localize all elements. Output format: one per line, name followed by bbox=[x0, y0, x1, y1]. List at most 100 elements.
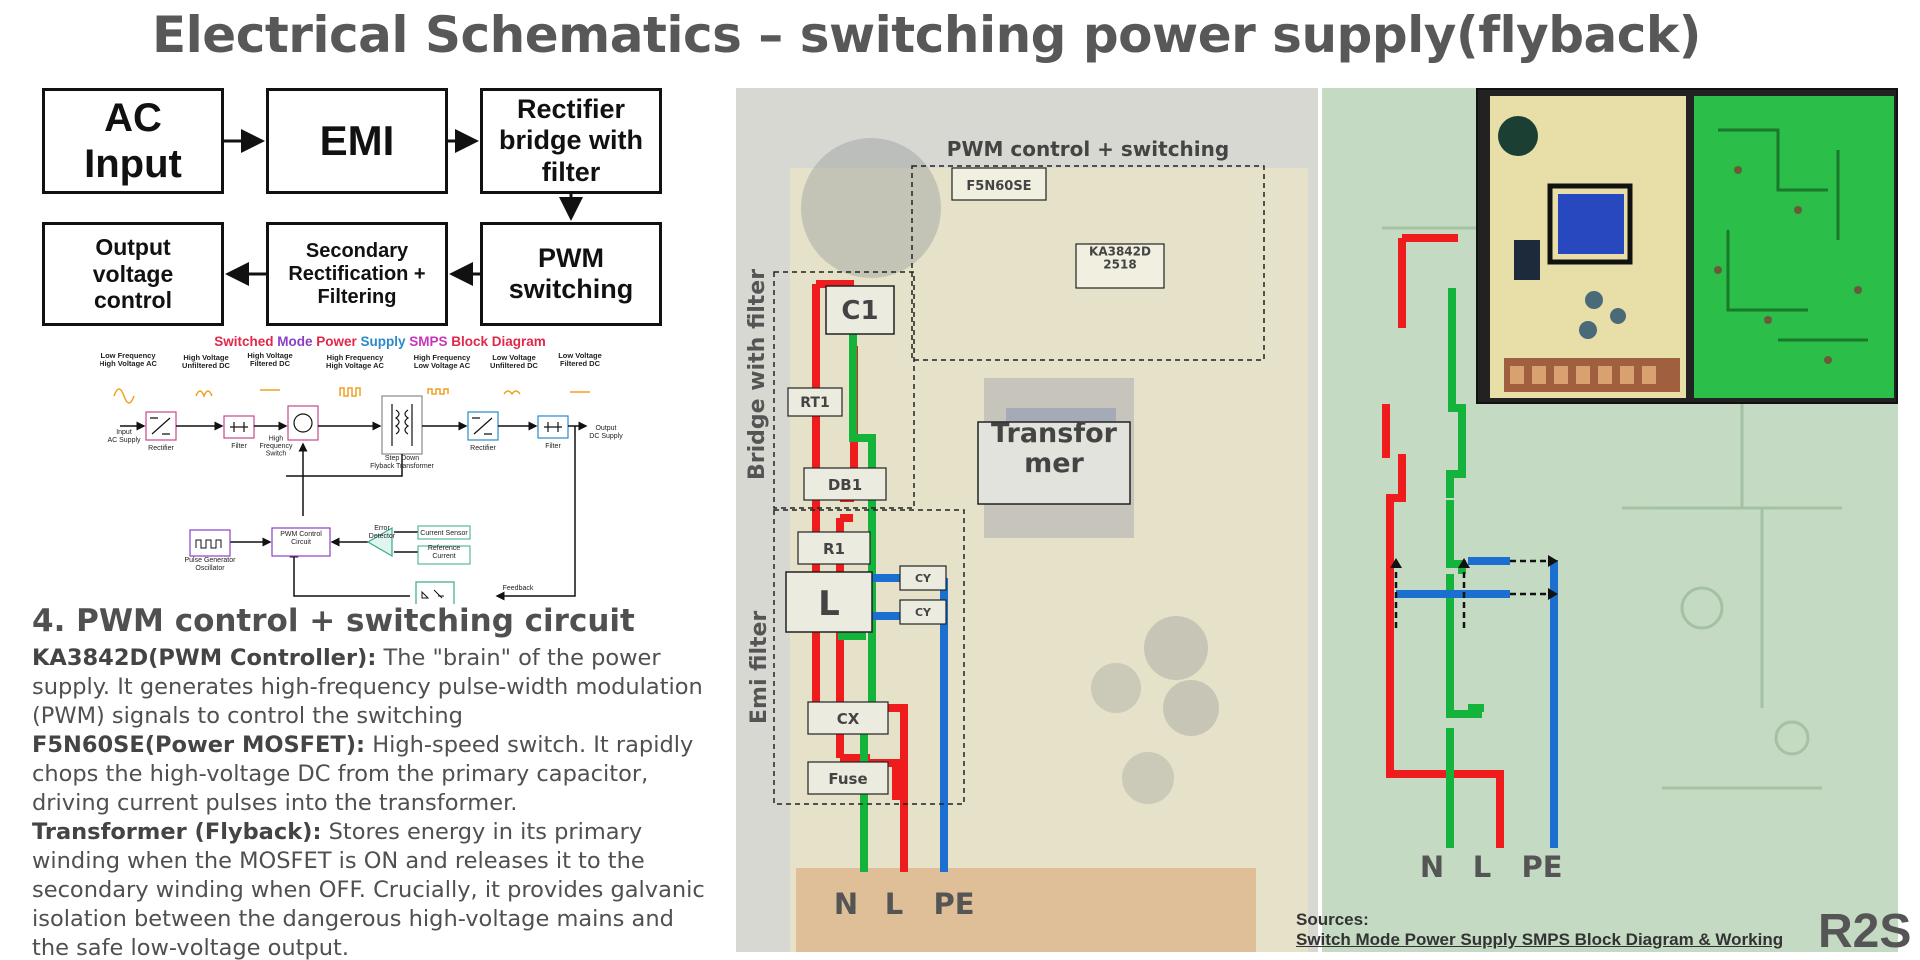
block-output-label: Output voltage control bbox=[92, 234, 174, 314]
smps-pulse-box bbox=[189, 529, 231, 557]
label-pwm-group: PWM control + switching bbox=[947, 137, 1229, 161]
label-rt1: RT1 bbox=[800, 395, 829, 411]
block-ac-input: AC Input bbox=[42, 88, 224, 194]
label-emi-group: Emi filter bbox=[747, 611, 772, 724]
group-emi-box bbox=[773, 509, 965, 805]
smps-block-diagram: Switched Mode Power Supply SMPS Block Di… bbox=[100, 334, 660, 604]
terminal-block bbox=[796, 868, 1256, 952]
smps-heading-part: Block Diagram bbox=[451, 334, 546, 349]
block-secondary-label: Secondary Rectification + Filtering bbox=[288, 239, 426, 308]
smps-reference-box bbox=[417, 545, 471, 565]
smps-heading: Switched Mode Power Supply SMPS Block Di… bbox=[200, 334, 560, 349]
right-terminal-l: L bbox=[1473, 850, 1491, 884]
wave-lv-unfilt bbox=[503, 390, 521, 396]
sources: Sources: Switch Mode Power Supply SMPS B… bbox=[1296, 910, 1783, 950]
desc-transformer: Stores energy in its primary winding whe… bbox=[32, 819, 705, 960]
label-c1: C1 bbox=[841, 296, 878, 326]
wave-unfilt bbox=[195, 390, 213, 399]
block-rectifier-label: Rectifier bridge with filter bbox=[499, 94, 643, 187]
inset-photo bbox=[1476, 88, 1898, 404]
smps-heading-part: Supply bbox=[360, 334, 410, 349]
label-r1: R1 bbox=[823, 540, 845, 558]
smps-sensor-box bbox=[417, 525, 471, 540]
smps-heading-part: Power bbox=[316, 334, 361, 349]
wave-hf bbox=[339, 387, 361, 397]
block-rectifier: Rectifier bridge with filter bbox=[480, 88, 662, 194]
block-pwm-label: PWM switching bbox=[508, 242, 634, 304]
smps-heading-part: SMPS bbox=[409, 334, 452, 349]
group-pwm-box bbox=[911, 165, 1265, 361]
smps-transformer-box bbox=[381, 395, 423, 455]
terminal-pe: PE bbox=[933, 887, 974, 921]
block-pwm: PWM switching bbox=[480, 222, 662, 326]
smps-pwm-box bbox=[271, 527, 331, 557]
desc-ka3842d: The "brain" of the power supply. It gene… bbox=[32, 645, 703, 729]
label-db1: DB1 bbox=[828, 476, 862, 494]
smps-label-sensor: Current Sensor bbox=[420, 530, 468, 537]
block-emi-label: EMI bbox=[319, 116, 395, 164]
capacitor-shape bbox=[801, 138, 941, 278]
terminal-n: N bbox=[834, 887, 858, 921]
block-secondary: Secondary Rectification + Filtering bbox=[266, 222, 448, 326]
label-f5n60se: F5N60SE bbox=[966, 179, 1031, 194]
label-l: L bbox=[818, 584, 840, 624]
smps-rectifier1-box bbox=[145, 411, 177, 441]
right-wire-neutral bbox=[1446, 288, 1466, 498]
label-cx: CX bbox=[837, 710, 860, 728]
smps-heading-part: Mode bbox=[277, 334, 317, 349]
right-terminal-pe: PE bbox=[1521, 850, 1562, 884]
board-photo-secondary: N L PE bbox=[1322, 88, 1898, 952]
block-emi: EMI bbox=[266, 88, 448, 194]
group-bridge-box bbox=[773, 271, 915, 509]
wave-hf-lv bbox=[427, 388, 449, 395]
wave-ac bbox=[113, 388, 135, 404]
smps-error-detector bbox=[366, 526, 393, 558]
term-transformer: Transformer (Flyback): bbox=[32, 819, 322, 845]
label-cy1: CY bbox=[915, 572, 932, 585]
smps-label-feedback: Feedback bbox=[503, 585, 534, 592]
label-cy2: CY bbox=[915, 606, 932, 619]
desc-f5n60se: High-speed switch. It rapidly chops the … bbox=[32, 732, 694, 816]
block-output: Output voltage control bbox=[42, 222, 224, 326]
smps-label-filter2: Filter bbox=[545, 443, 561, 450]
smps-heading-part: Switched bbox=[214, 334, 278, 349]
logo: R2S bbox=[1818, 905, 1912, 958]
page-title: Electrical Schematics – switching power … bbox=[152, 6, 1701, 64]
block-ac-input-label: AC Input bbox=[84, 96, 182, 186]
term-f5n60se: F5N60SE(Power MOSFET): bbox=[32, 732, 366, 758]
smps-label-rectifier1: Rectifier bbox=[148, 445, 174, 452]
label-fuse: Fuse bbox=[828, 770, 867, 788]
term-ka3842d: KA3842D(PWM Controller): bbox=[32, 645, 377, 671]
terminal-l: L bbox=[885, 887, 903, 921]
smps-label-rectifier2: Rectifier bbox=[470, 445, 496, 452]
smps-switch-box bbox=[287, 405, 319, 441]
sources-label: Sources: bbox=[1296, 910, 1369, 929]
sources-link[interactable]: Switch Mode Power Supply SMPS Block Diag… bbox=[1296, 930, 1784, 949]
right-wire-live bbox=[1386, 454, 1504, 848]
section-title: 4. PWM control + switching circuit bbox=[32, 603, 635, 639]
inset-photo-svg bbox=[1490, 96, 1894, 398]
smps-label-filter1: Filter bbox=[231, 443, 247, 450]
label-bridge-group: Bridge with filter bbox=[745, 269, 770, 480]
right-terminal-n: N bbox=[1420, 850, 1444, 884]
